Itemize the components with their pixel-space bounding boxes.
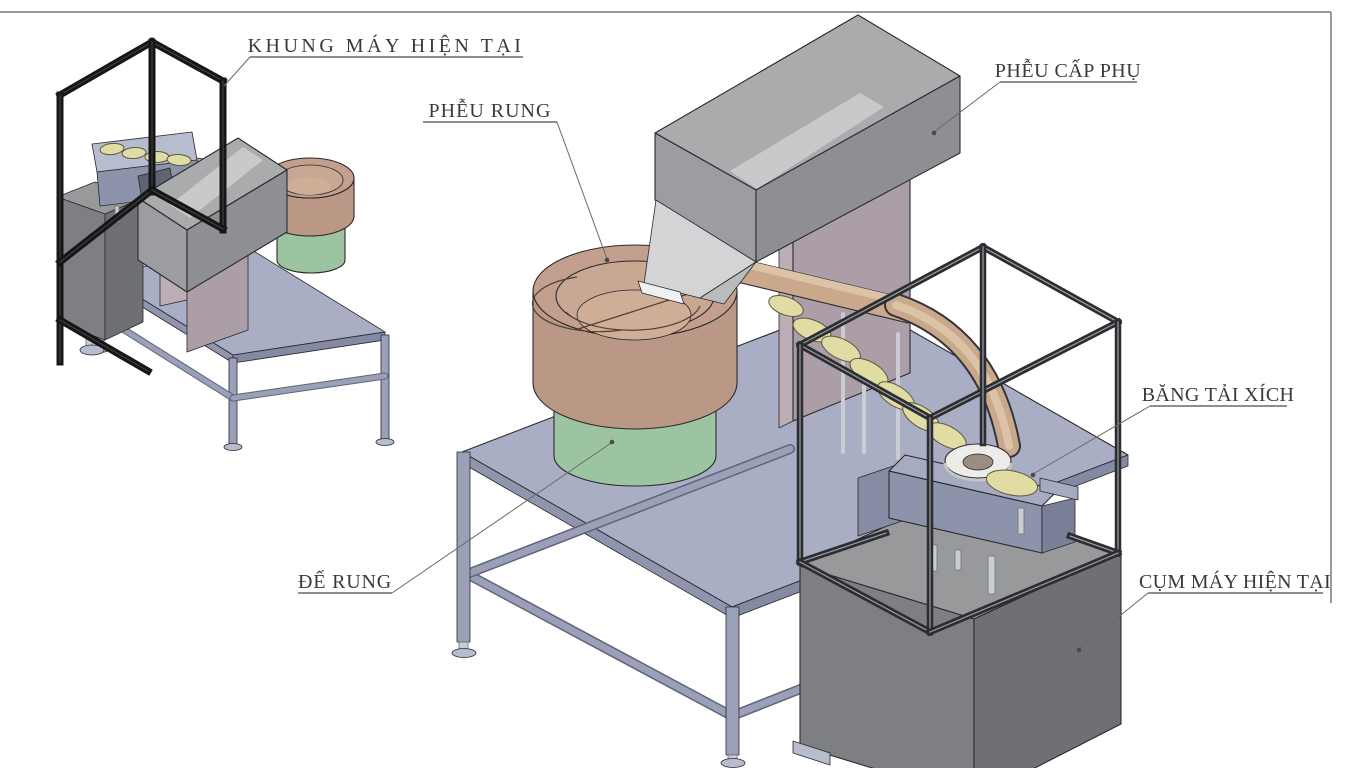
leader-dot: [931, 130, 937, 136]
aluminium-frame: [795, 242, 1123, 637]
leader-dot: [609, 439, 615, 445]
hopper-wall-right: [755, 75, 961, 263]
label-text-cum-may: CỤM MÁY HIỆN TẠI: [1139, 570, 1331, 593]
curved-track-surface: [892, 301, 1013, 450]
small-hopper: [137, 137, 288, 293]
bowl-spiral-track: [531, 276, 623, 333]
annotations: KHUNG MÁY HIỆN TẠI PHỄU RUNG PHỄU CẤP PH…: [223, 34, 1331, 653]
label-khung-may-hien-tai: KHUNG MÁY HIỆN TẠI: [223, 34, 525, 87]
main-view-feeder-assembly: [451, 14, 1129, 768]
main-table-rail: [728, 682, 812, 720]
ring-hole: [962, 453, 994, 471]
label-cum-may-hien-tai: CỤM MÁY HIỆN TẠI: [1076, 570, 1331, 653]
conveyor-pin: [1017, 507, 1025, 535]
label-text-pheu-rung: PHỄU RUNG: [429, 98, 552, 122]
workpiece: [768, 295, 804, 317]
conveyor-pin: [987, 555, 996, 595]
label-pheu-cap-phu: PHỄU CẤP PHỤ: [931, 58, 1141, 136]
small-part: [166, 153, 192, 167]
small-table-foot: [375, 438, 395, 446]
leader-line: [223, 56, 251, 87]
workpiece-on-conveyor: [985, 469, 1039, 497]
curved-track: [884, 293, 1021, 458]
main-table-rail: [463, 570, 736, 720]
label-text-khung-may: KHUNG MÁY HIỆN TẠI: [248, 34, 525, 57]
main-table-leg: [725, 606, 740, 756]
hopper-chute-side: [699, 261, 757, 305]
small-view-current-machine: [55, 37, 395, 451]
small-table-leg: [380, 334, 390, 440]
small-black-frame: [55, 37, 228, 376]
leader-dot: [1076, 647, 1082, 653]
small-part: [99, 142, 125, 156]
conveyor-pin: [954, 549, 962, 571]
small-table-rail: [230, 373, 388, 401]
conveyor-end: [1041, 497, 1076, 554]
sheet-border: [0, 11, 1332, 603]
label-pheu-rung: PHỄU RUNG: [423, 98, 610, 263]
track-surface: [712, 252, 908, 307]
small-bowl-floor: [287, 177, 331, 195]
leader-dot: [604, 257, 610, 263]
label-bang-tai-xich: BĂNG TẢI XÍCH: [1030, 383, 1294, 478]
leader-line: [1078, 592, 1149, 650]
small-table-foot: [223, 443, 243, 451]
label-text-de-rung: ĐẾ RUNG: [298, 569, 392, 593]
leader-line: [933, 81, 1001, 133]
conveyor-rail-tab: [1039, 477, 1079, 501]
cabinet-foot: [792, 740, 831, 766]
main-table-foot: [720, 758, 746, 768]
hopper-floor: [730, 93, 884, 189]
small-round-foot: [79, 344, 105, 356]
label-text-bang-tai-xich: BĂNG TẢI XÍCH: [1142, 383, 1294, 406]
small-part: [121, 146, 147, 160]
label-de-rung: ĐẾ RUNG: [298, 439, 615, 594]
auxiliary-hopper: [637, 14, 961, 305]
label-text-pheu-cap-phu: PHỄU CẤP PHỤ: [995, 58, 1141, 82]
leader-dot: [1030, 472, 1036, 478]
hopper-chute-tip: [637, 280, 685, 305]
leader-line: [391, 442, 612, 594]
leader-line: [1032, 405, 1151, 475]
main-table-rail: [463, 445, 794, 578]
main-table-foot: [451, 648, 477, 658]
leader-line: [556, 121, 608, 260]
bowl-spiral-track: [565, 305, 701, 331]
